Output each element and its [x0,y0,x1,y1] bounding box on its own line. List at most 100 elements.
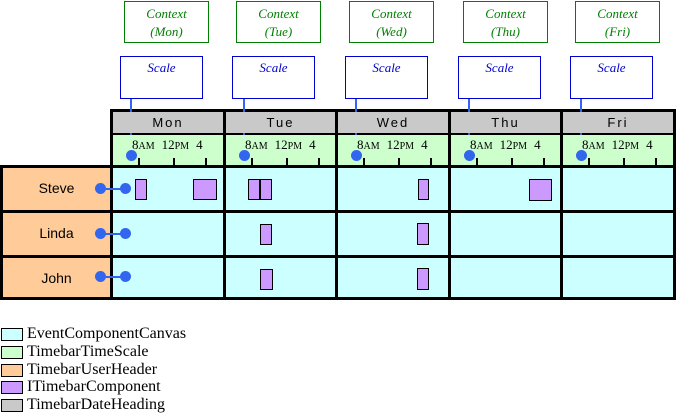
time-label-8: 8 [132,137,139,152]
legend-item-4: TimebarDateHeading [0,396,260,413]
date-heading-mon: Mon [113,112,223,133]
legend-swatch [1,399,23,413]
context-label-line2: (Mon) [150,24,183,39]
event-canvas-tue-john[interactable] [226,258,335,297]
timebar-event-linda-wed-7[interactable] [417,223,429,245]
event-canvas-mon-linda[interactable] [113,213,223,255]
legend-item-3: ITimebarComponent [0,378,260,397]
time-meridiem-am: AM [476,141,493,152]
event-canvas-fri-linda[interactable] [563,213,673,255]
time-label-12: 12 [161,137,175,152]
scale-label: Scale [147,60,176,75]
context-label-line2: (Wed) [376,24,407,39]
event-canvas-tue-linda[interactable] [226,213,335,255]
legend-label: TimebarDateHeading [27,396,166,413]
timebar-event-steve-thu-5[interactable] [529,179,552,201]
event-canvas-wed-steve[interactable] [338,168,448,210]
time-meridiem-pm: PM [624,141,640,152]
legend-item-2: TimebarUserHeader [0,360,260,380]
time-meridiem-pm: PM [174,141,190,152]
event-canvas-fri-steve[interactable] [563,168,673,210]
user-dot-left-john [95,271,106,282]
context-label-line1: Context [597,6,638,21]
event-canvas-tue-steve[interactable] [226,168,335,210]
user-dot-left-linda [95,228,106,239]
user-header-steve[interactable]: Steve [3,168,110,210]
scale-box-fri: Scale [570,56,653,99]
scale-label: Scale [485,60,514,75]
date-heading-label: Fri [607,115,629,130]
time-tick [623,158,625,165]
context-label-line2: (Thu) [491,24,520,39]
context-label-line1: Context [258,6,299,21]
context-box-wed: Context(Wed) [349,1,434,43]
timebar-event-john-tue-8[interactable] [260,269,273,290]
time-tick [588,158,590,165]
scale-box-wed: Scale [345,56,428,99]
timebar-event-steve-tue-3[interactable] [260,179,272,200]
timebar-event-steve-mon-1[interactable] [193,179,217,200]
time-scale-dot-wed [351,150,362,161]
event-canvas-wed-linda[interactable] [338,213,448,255]
user-header-john[interactable]: John [3,258,110,297]
legend-label: EventComponentCanvas [27,325,187,342]
time-tick [476,158,478,165]
user-dot-right-linda [120,228,131,239]
time-label-12: 12 [274,137,288,152]
event-canvas-mon-john[interactable] [113,258,223,297]
time-label-8: 8 [245,137,252,152]
date-heading-label: Tue [266,115,295,130]
time-tick [318,158,320,165]
legend-label: TimebarTimeScale [27,342,149,360]
context-label-line1: Context [485,6,526,21]
event-canvas-wed-john[interactable] [338,258,448,297]
date-heading-wed: Wed [338,112,448,133]
time-tick [543,158,545,165]
timebar-event-steve-wed-4[interactable] [418,179,429,200]
scale-label: Scale [259,60,288,75]
time-tick [398,158,400,165]
time-scale-dot-mon [126,150,137,161]
timebar-event-steve-mon-0[interactable] [135,179,147,200]
time-tick [138,158,140,165]
user-header-linda[interactable]: Linda [3,213,110,255]
user-name-label: Linda [39,225,74,241]
event-canvas-thu-linda[interactable] [451,213,560,255]
timebar-event-john-wed-9[interactable] [417,268,429,290]
user-connector-steve [100,188,128,190]
timebar-event-steve-tue-2[interactable] [248,179,260,200]
context-label-line2: (Tue) [264,24,293,39]
time-label-12: 12 [499,137,513,152]
event-canvas-fri-john[interactable] [563,258,673,297]
context-box-fri: Context(Fri) [575,1,660,43]
legend-label: TimebarUserHeader [27,360,158,378]
time-tick [511,158,513,165]
user-name-label: Steve [38,180,75,196]
user-dot-right-john [120,271,131,282]
scale-box-tue: Scale [232,56,315,99]
time-meridiem-pm: PM [399,141,415,152]
timebar-event-linda-tue-6[interactable] [260,224,272,245]
time-tick [173,158,175,165]
time-label-4: 4 [196,137,203,152]
time-label-4: 4 [309,137,316,152]
time-tick [205,158,207,165]
legend-swatch [1,363,23,377]
date-heading-label: Mon [152,115,184,130]
time-meridiem-am: AM [588,141,605,152]
legend-swatch [1,381,23,395]
time-label-4: 4 [646,137,653,152]
scale-label: Scale [372,60,401,75]
time-tick [286,158,288,165]
date-heading-thu: Thu [451,112,560,133]
scale-label: Scale [597,60,626,75]
event-canvas-thu-john[interactable] [451,258,560,297]
context-label-line1: Context [146,6,187,21]
context-box-thu: Context (Thu) [463,1,548,43]
